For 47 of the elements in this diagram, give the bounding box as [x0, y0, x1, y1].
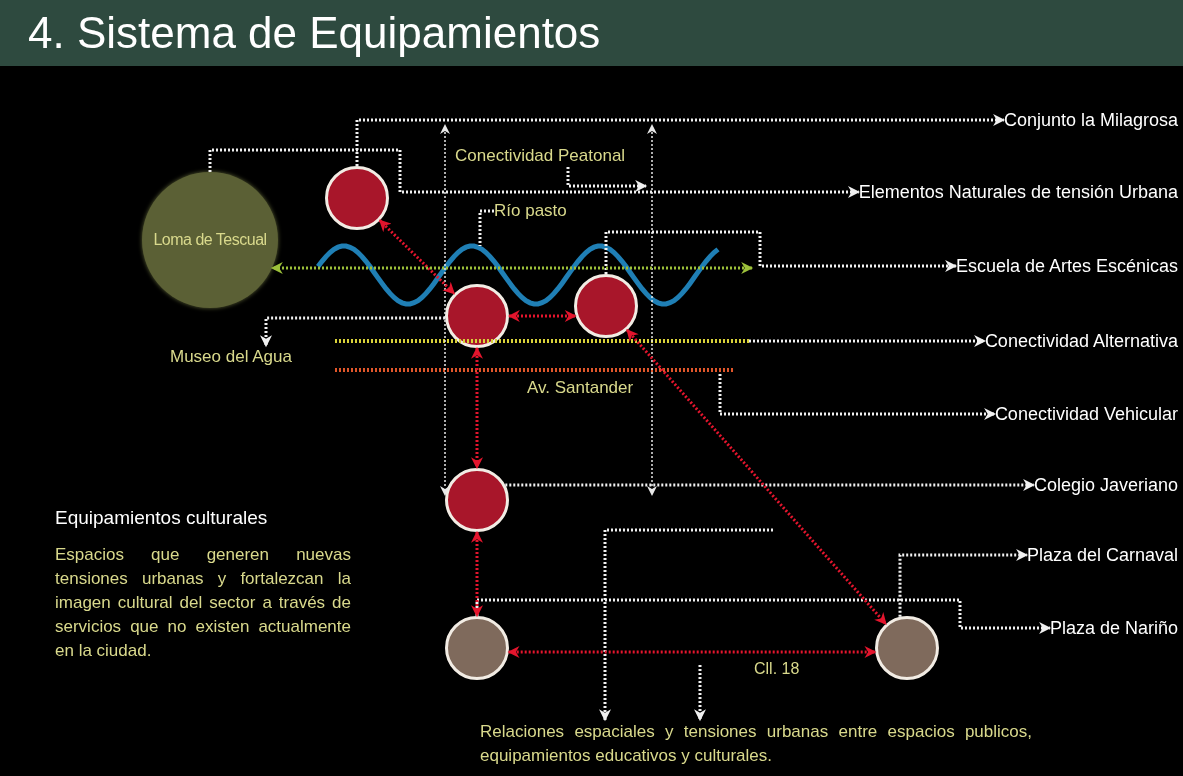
title: 4. Sistema de Equipamientos [28, 8, 601, 58]
arrow [749, 335, 987, 347]
place-label: Plaza del Carnaval [1026, 544, 1178, 566]
place-label: Elementos Naturales de tensión Urbana [858, 181, 1178, 203]
road-label: Av. Santander [527, 377, 634, 399]
arrow [475, 598, 1052, 634]
location-circle [445, 284, 509, 348]
location-circle [574, 274, 638, 338]
leader-line [478, 209, 494, 246]
heading: Equipamientos culturales [55, 506, 269, 530]
arrow [471, 530, 483, 618]
location-circle [875, 616, 939, 680]
pedestrian-path-line [646, 124, 658, 496]
arrow [566, 167, 648, 192]
place-label: Escuela de Artes Escénicas [955, 255, 1178, 277]
arrow [471, 346, 483, 470]
arrow [208, 148, 860, 198]
arrow [507, 310, 577, 322]
arrow [718, 374, 997, 420]
path-line [335, 337, 749, 345]
place-label: Plaza de Nariño [1049, 617, 1178, 639]
arrow [505, 479, 1036, 491]
location-circle [445, 616, 509, 680]
location-circle [445, 468, 509, 532]
location-circle [325, 166, 389, 230]
arrow [694, 665, 706, 722]
map-label: Museo del Agua [170, 346, 292, 368]
arrow [898, 549, 1029, 617]
description-text: Relaciones espaciales y tensiones urbanas entre espacios publicos, equipamientos educativos y culturales. [480, 720, 1032, 768]
area-label: Loma de Tescual [153, 231, 267, 249]
arrow [355, 114, 1006, 166]
map-label: Conectividad Peatonal [455, 145, 626, 167]
arrow [599, 528, 773, 722]
place-label: Conectividad Alternativa [984, 330, 1178, 352]
arrow [625, 329, 888, 625]
place-label: Conectividad Vehicular [994, 403, 1178, 425]
description-text: Espacios que generen nuevas tensiones urbanas y fortalezcan la imagen cultural del sector a través de servicios que no existen actualmente en la ciudad. [55, 544, 351, 662]
arrow [270, 262, 754, 274]
pedestrian-path-line [439, 124, 451, 496]
map-label: Río pasto [494, 200, 567, 222]
place-label: Colegio Javeriano [1033, 474, 1178, 496]
place-label: Conjunto la Milagrosa [1003, 109, 1178, 131]
arrow [260, 316, 446, 348]
arrow [507, 646, 877, 658]
arrow [378, 219, 456, 295]
path-line [335, 366, 734, 374]
arrow [604, 230, 958, 274]
